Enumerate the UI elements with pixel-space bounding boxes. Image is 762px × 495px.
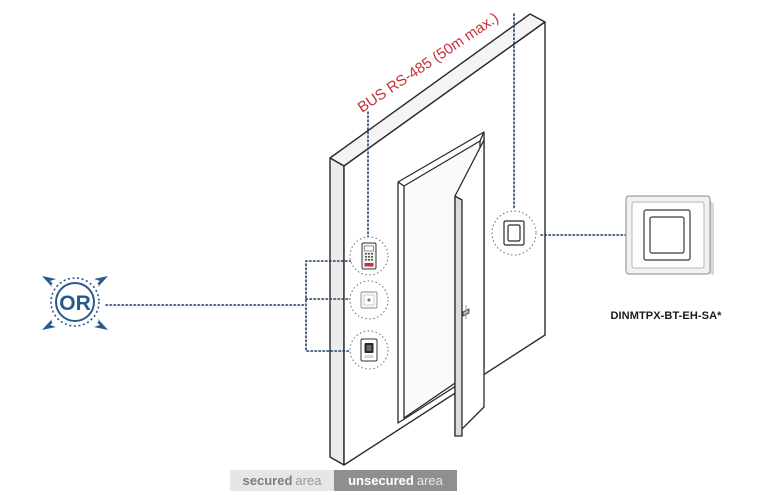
or-label: OR [59,292,91,315]
secured-area-word: area [295,473,322,488]
fingerprint-reader-icon [360,338,378,362]
secured-strong-text: secured [242,473,293,488]
unsecured-area-label: unsecured area [334,470,457,491]
unsecured-area-word: area [416,473,443,488]
reader-group [349,210,537,370]
keypad-reader-icon [361,242,377,270]
door-leaf [454,139,485,437]
device-icon [625,195,714,276]
bus-connectors [105,13,629,352]
unsecured-strong-text: unsecured [348,473,414,488]
or-compass-icon: OR [42,276,108,330]
wall-reader-icon [503,220,525,246]
proximity-reader-icon [360,291,378,309]
secured-area-label: secured area [230,470,334,491]
device-caption: DINMTPX-BT-EH-SA* [610,310,722,322]
